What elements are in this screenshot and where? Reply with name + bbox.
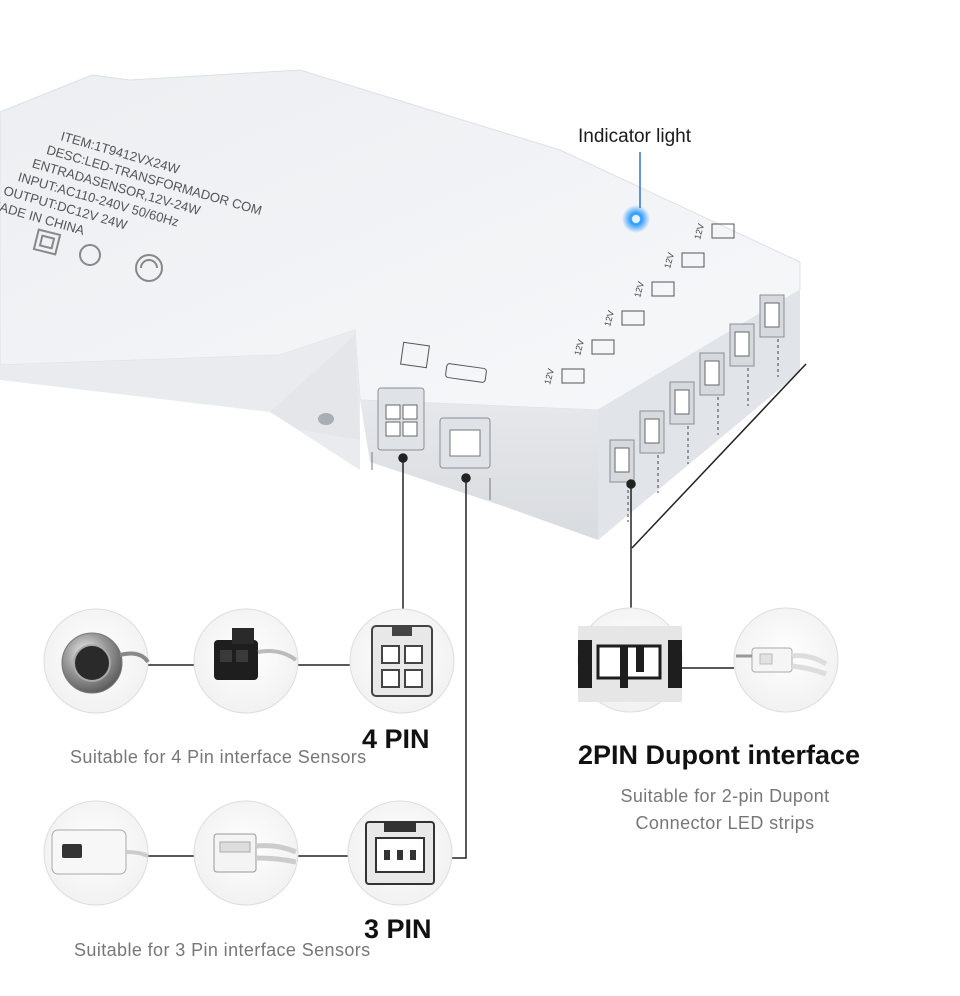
sensor-touch-button-circle (43, 608, 150, 714)
port-marking-box (681, 252, 705, 268)
dupont-socket (639, 410, 665, 493)
port-voltage-label: 12V (572, 338, 586, 356)
dupont-subtitle-line2: Connector LED strips (635, 813, 815, 833)
ir-sensor-icon (51, 829, 149, 875)
certification-icons (32, 228, 163, 282)
port-voltage-label: 12V (662, 251, 676, 269)
recycle-icon (79, 244, 101, 266)
dupont-plug-circle (733, 607, 839, 713)
controller-device: ITEM:1T9412VX24W DESC:LED-TRANSFORMADOR … (0, 69, 807, 549)
3pin-plug-icon (213, 833, 298, 873)
port-marking-box (561, 368, 585, 384)
3pin-subtitle: Suitable for 3 Pin interface Sensors (74, 940, 371, 960)
4pin-socket-circle (349, 608, 455, 714)
ccc-icon (135, 254, 163, 282)
dupont-socket-circle (577, 607, 683, 713)
dupont-title: 2PIN Dupont interface (578, 740, 861, 770)
3pin-socket-circle (347, 800, 453, 906)
3pin-plug-circle (193, 800, 299, 906)
3pin-title: 3 PIN (364, 914, 432, 944)
indicator-light-label: Indicator light (578, 126, 692, 147)
dupont-socket (759, 294, 785, 377)
mounting-tab (270, 335, 360, 440)
mounting-hole (318, 413, 334, 425)
4pin-title: 4 PIN (362, 724, 430, 754)
port-voltage-label: 12V (602, 309, 616, 327)
dupont-socket (609, 439, 635, 522)
4pin-plug-circle (193, 608, 299, 714)
port-markings: 12V 12V 12V 12V 12V 12V (542, 222, 735, 386)
port-voltage-label: 12V (692, 222, 706, 240)
port-marking: 12V (542, 367, 585, 386)
port-voltage-label: 12V (542, 367, 556, 385)
device-front-face (0, 330, 360, 470)
dupont-socket (699, 352, 725, 435)
port-marking-box (711, 223, 735, 239)
dupont-socket (669, 381, 695, 464)
device-3pin-socket (439, 417, 491, 469)
port-marking-box (621, 310, 645, 326)
port-marking: 12V (692, 222, 735, 241)
dupont-sockets (609, 294, 785, 522)
dupont-plug-icon (736, 647, 828, 677)
4pin-plug-icon (214, 628, 298, 680)
dupont-socket-icon (578, 626, 682, 702)
4pin-socket-icon (371, 625, 433, 697)
indicator-light (632, 215, 640, 223)
4pin-subtitle: Suitable for 4 Pin interface Sensors (70, 747, 367, 767)
port-marking: 12V (602, 309, 645, 328)
3pin-socket-icon (365, 821, 435, 885)
dupont-socket (729, 323, 755, 406)
port-voltage-label: 12V (632, 280, 646, 298)
double-insulation-icon (32, 228, 62, 256)
pin-symbols (400, 341, 487, 383)
dupont-bracket-line (631, 363, 807, 549)
port-marking-box (591, 339, 615, 355)
sensor-ir-circle (43, 800, 149, 906)
port-marking: 12V (662, 251, 705, 270)
port-marking-box (651, 281, 675, 297)
dupont-subtitle-line1: Suitable for 2-pin Dupont (620, 786, 830, 806)
port-marking: 12V (572, 338, 615, 357)
port-marking: 12V (632, 280, 675, 299)
device-4pin-socket (377, 387, 425, 451)
device-top-face (0, 69, 801, 411)
